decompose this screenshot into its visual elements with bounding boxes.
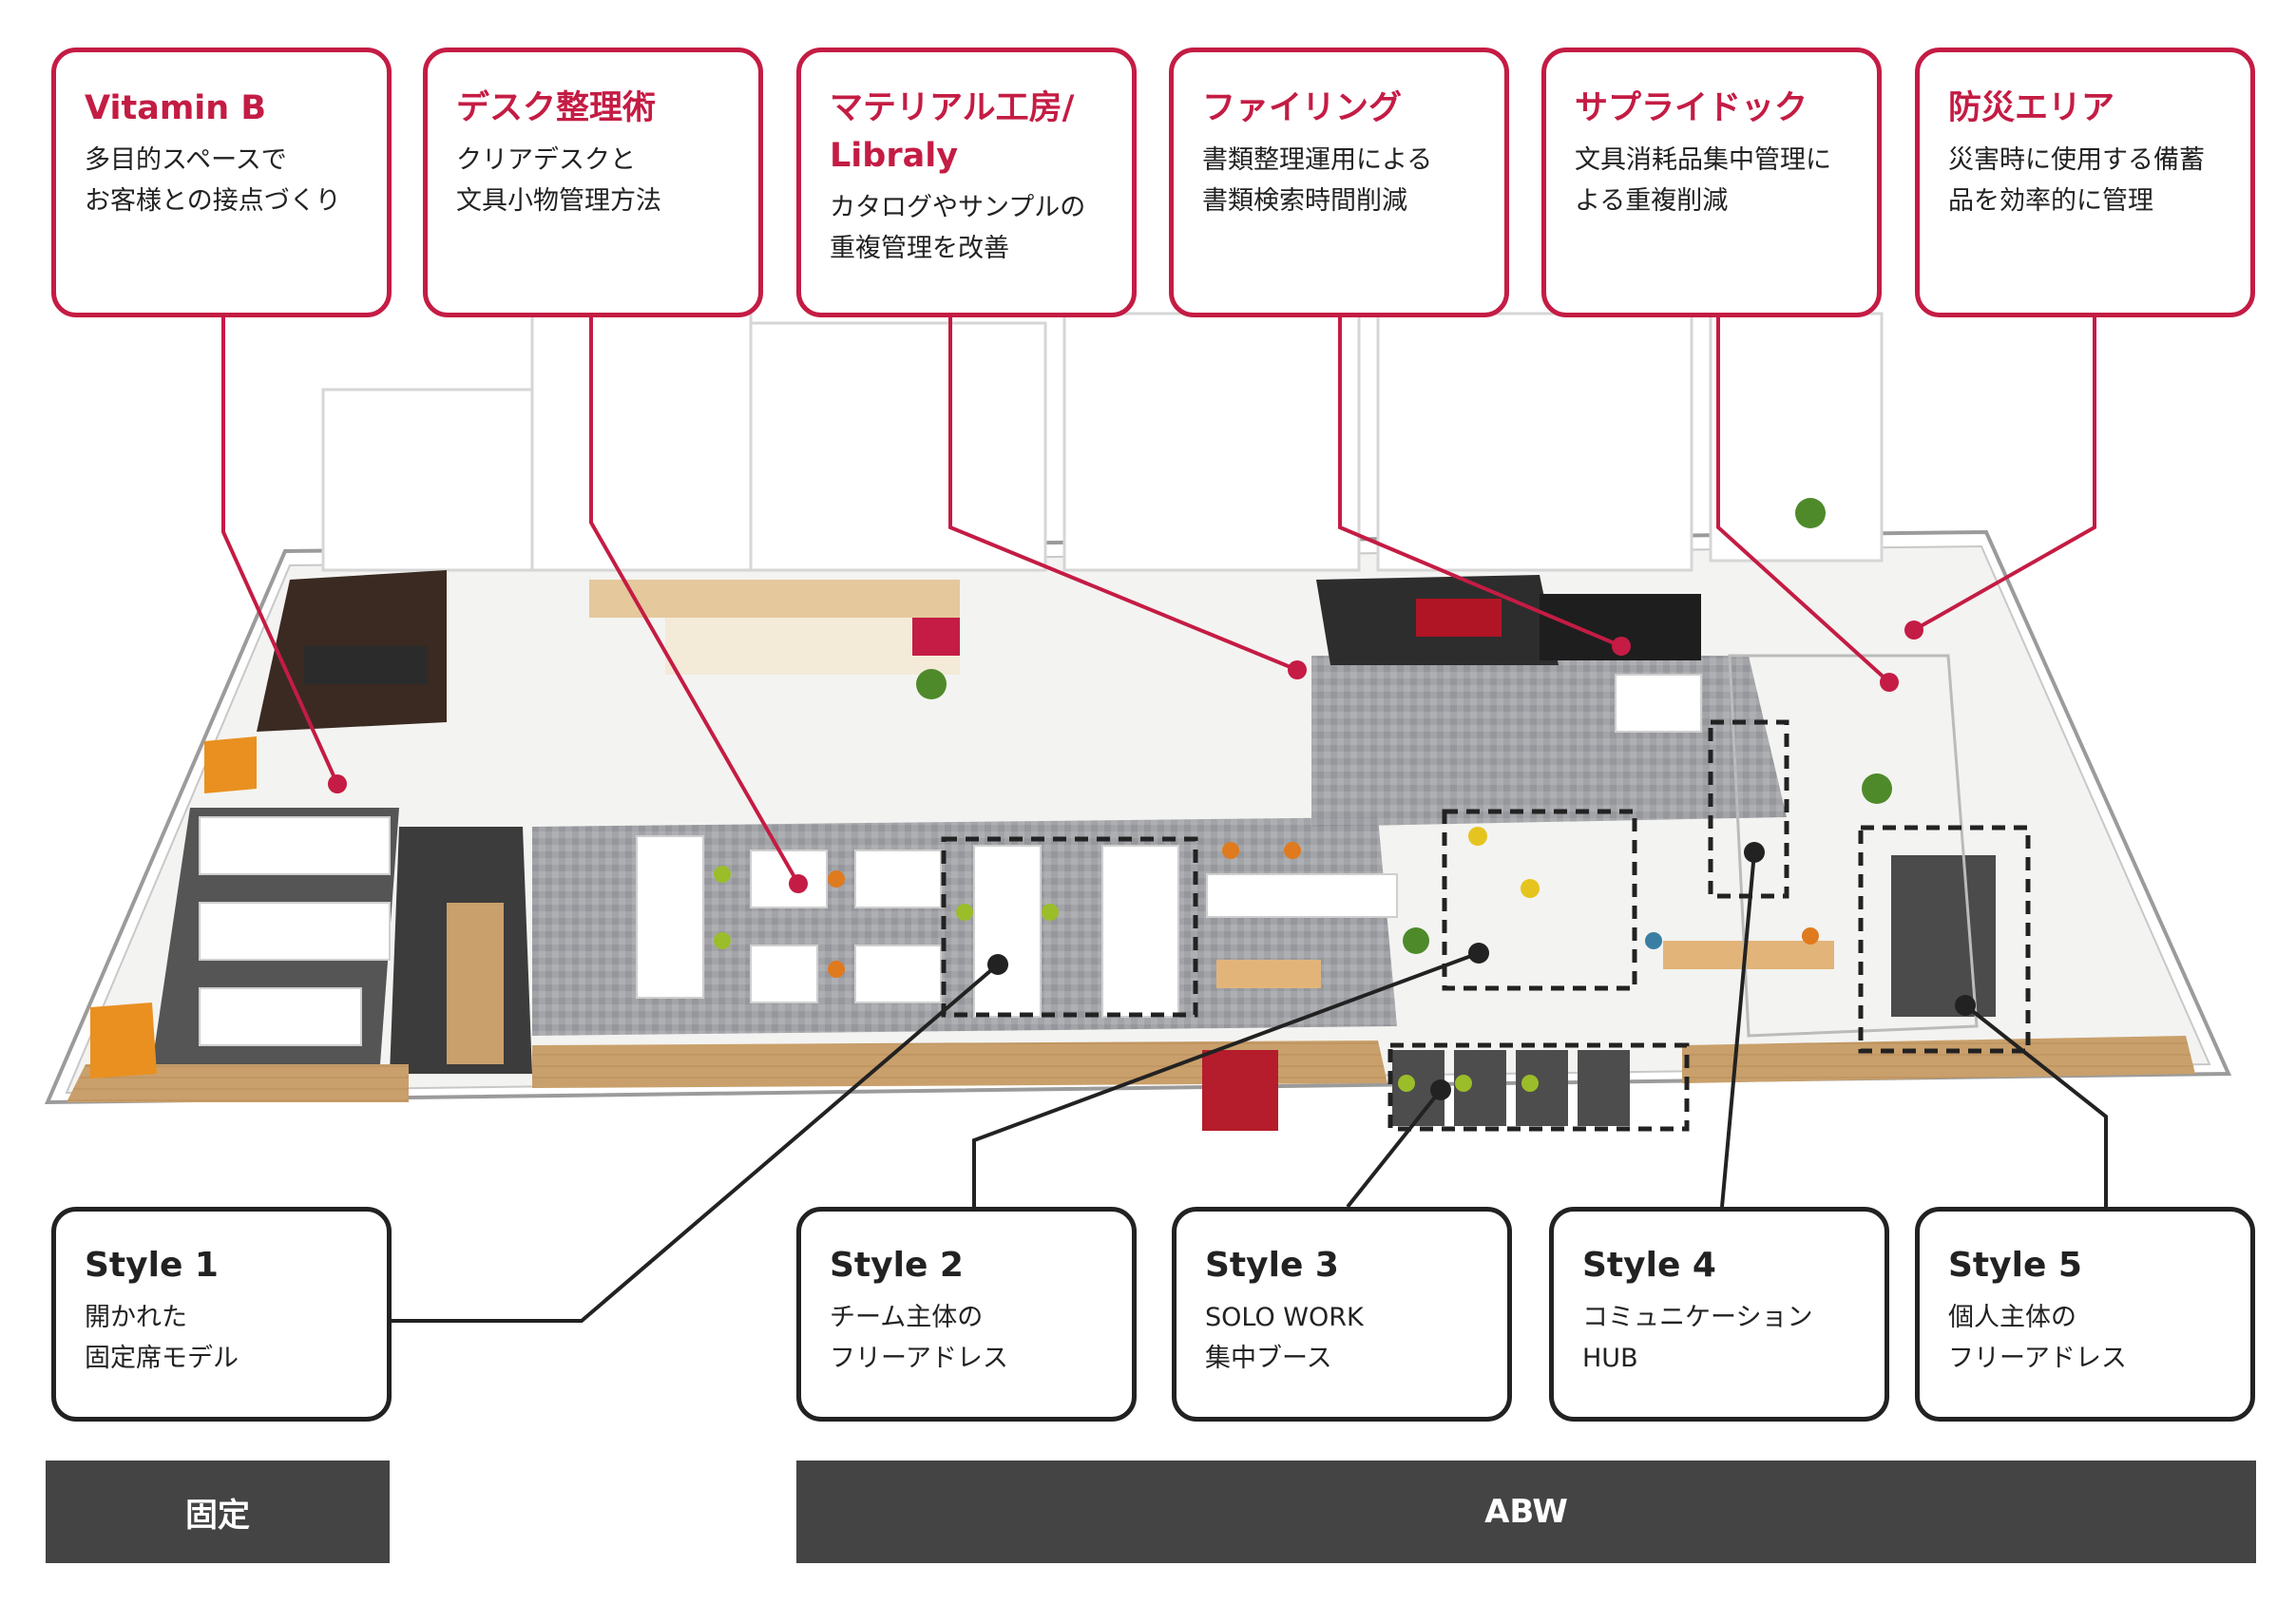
callout-desc: 災害時に使用する備蓄 品を効率的に管理	[1948, 145, 2205, 216]
callout-supply-dock: サプライドック 文具消耗品集中管理に よる重複削減	[1541, 48, 1882, 317]
red-connectors	[221, 314, 2096, 885]
callout-title: サプライドック	[1575, 89, 1808, 127]
style-desc: SOLO WORK 集中ブース	[1205, 1303, 1364, 1373]
callout-title: ファイリング	[1202, 89, 1403, 127]
style-title: Style 1	[85, 1246, 219, 1285]
style-desc: チーム主体の フリーアドレス	[830, 1303, 1008, 1373]
callout-title: Vitamin B	[85, 89, 267, 127]
plants	[916, 498, 1892, 954]
style-box-4: Style 4 コミュニケーション HUB	[1549, 1207, 1889, 1422]
style-title: Style 4	[1582, 1246, 1716, 1285]
callout-material-library: マテリアル工房/ Libraly カタログやサンプルの 重複管理を改善	[796, 48, 1137, 317]
upper-rooms	[321, 302, 1884, 572]
dark-connectors	[390, 851, 2108, 1323]
style-title: Style 5	[1948, 1246, 2082, 1285]
callout-title: マテリアル工房/ Libraly	[830, 89, 1075, 175]
callout-desc: カタログやサンプルの 重複管理を改善	[830, 193, 1086, 263]
desks	[199, 674, 1702, 1046]
dark-dots	[987, 842, 1976, 1100]
callout-desc: 書類整理運用による 書類検索時間削減	[1202, 145, 1433, 216]
red-dots	[328, 621, 1923, 893]
style-box-1: Style 1 開かれた 固定席モデル	[51, 1207, 392, 1422]
callout-desc: 多目的スペースで お客様との接点づくり	[85, 145, 341, 216]
style-box-3: Style 3 SOLO WORK 集中ブース	[1172, 1207, 1512, 1422]
style-box-5: Style 5 個人主体の フリーアドレス	[1915, 1207, 2255, 1422]
category-fixed-bar: 固定	[46, 1461, 390, 1563]
callout-desk-organizing: デスク整理術 クリアデスクと 文具小物管理方法	[423, 48, 763, 317]
callout-filing: ファイリング 書類整理運用による 書類検索時間削減	[1169, 48, 1509, 317]
callout-desc: クリアデスクと 文具小物管理方法	[456, 145, 661, 216]
style-title: Style 2	[830, 1246, 964, 1285]
style-desc: 個人主体の フリーアドレス	[1948, 1303, 2127, 1373]
style-box-2: Style 2 チーム主体の フリーアドレス	[796, 1207, 1137, 1422]
category-abw-bar: ABW	[796, 1461, 2256, 1563]
callout-title: デスク整理術	[456, 89, 657, 127]
callout-desc: 文具消耗品集中管理に よる重複削減	[1575, 145, 1831, 216]
callout-vitamin-b: Vitamin B 多目的スペースで お客様との接点づくり	[51, 48, 392, 317]
chairs	[714, 827, 1819, 1092]
callout-title: 防災エリア	[1948, 89, 2115, 127]
callout-disaster-area: 防災エリア 災害時に使用する備蓄 品を効率的に管理	[1915, 48, 2255, 317]
style-desc: コミュニケーション HUB	[1582, 1303, 1813, 1373]
style-desc: 開かれた 固定席モデル	[85, 1303, 239, 1373]
style-title: Style 3	[1205, 1246, 1339, 1285]
